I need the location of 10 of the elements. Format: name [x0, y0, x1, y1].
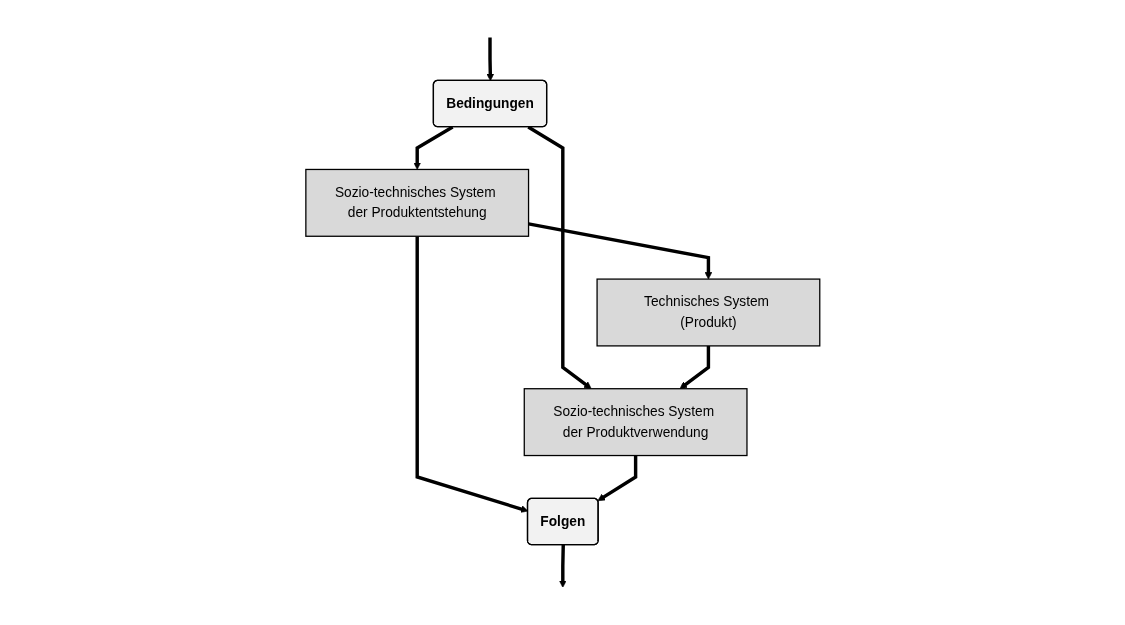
arrow [415, 236, 528, 513]
arrow [597, 455, 637, 502]
node-box: Sozio-technisches System der Produktentstehung [304, 168, 529, 237]
arrow [527, 125, 592, 390]
node-box: Sozio-technisches System der Produktverwendung [523, 388, 748, 457]
node-box: Technisches System (Produkt) [596, 278, 821, 347]
arrow [486, 37, 494, 82]
arrow [679, 345, 710, 390]
arrow [413, 125, 454, 170]
arrow [558, 545, 567, 588]
